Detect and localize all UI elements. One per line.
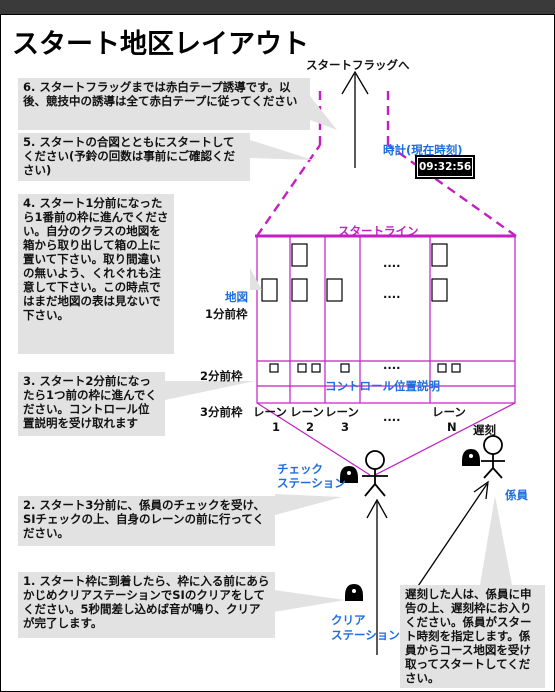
lane-label-1: レーン: [253, 405, 287, 419]
note-step-4: 4. スタート1分前になったら1番前の枠に進んでください。自分のクラスの地図を箱…: [18, 194, 174, 354]
start-line-label: スタートライン: [338, 224, 419, 238]
clock-caption: 時計(現在時刻): [383, 143, 463, 157]
map-boxes: [261, 243, 448, 302]
row-2min-label: 2分前枠: [200, 369, 243, 383]
late-arrow: [411, 483, 488, 596]
late-label: 遅刻: [473, 423, 496, 437]
lane-grid: [256, 235, 516, 404]
late-staff-person-icon: [481, 435, 505, 479]
lane-label-n: レーン: [432, 405, 466, 419]
dots-1min-top: ....: [383, 256, 401, 270]
funnel-right-lower: [387, 144, 517, 237]
lane-label-3: レーン: [325, 405, 359, 419]
lane-num-3: 3: [341, 420, 350, 434]
note-step-3: 3. スタート2分前になったら1つ前の枠に進んでください。コントロール位置説明を…: [18, 372, 165, 436]
top-bar: [0, 0, 555, 14]
note-step-6: 6. スタートフラッグまでは赤白テープ誘導です。以後、競技中の誘導は全て赤白テー…: [18, 78, 310, 130]
note-step-5: 5. スタートの合図とともにスタートしてください(予鈴の回数は事前にご確認くださ…: [18, 133, 250, 181]
clock-display: 09:32:56: [417, 157, 473, 177]
clear-station-label: クリア ステーション: [331, 613, 400, 642]
control-desc-squares: [269, 363, 461, 373]
funnel-left-lower: [256, 144, 321, 237]
note-late: 遅刻した人は、係員に申告の上、遅刻枠にお入りください。係員がスタート時刻を指定し…: [400, 585, 545, 688]
converge-lines: [256, 402, 516, 476]
control-desc-label: コントロール位置説明: [325, 379, 440, 393]
flag-arrow-head: [341, 70, 369, 95]
note-step-1: 1. スタート枠に到着したら、枠に入る前にあらかじめクリアステーションでSIのク…: [18, 572, 275, 638]
callout-pointers: [165, 96, 512, 612]
note-step-2: 2. スタート3分前に、係員のチェックを受け、SIチェックの上、自身のレーンの前…: [18, 496, 275, 546]
lane-label-2: レーン: [290, 405, 324, 419]
dots-3min: ....: [383, 410, 401, 424]
check-station-label: チェック ステーション: [277, 462, 346, 490]
check-staff-person-icon: [362, 450, 388, 497]
page-title: スタート地区レイアウト: [12, 29, 309, 60]
to-start-flag-label: スタートフラッグへ: [306, 58, 410, 72]
row-3min-label: 3分前枠: [200, 405, 243, 419]
lane-num-n: N: [447, 420, 457, 434]
lane-num-1: 1: [272, 420, 281, 434]
row-1min-label: 1分前枠: [205, 307, 248, 321]
dots-2min: ....: [383, 358, 401, 372]
dots-1min: ....: [383, 287, 401, 301]
map-label: 地図: [225, 290, 248, 304]
staff-label: 係員: [505, 488, 528, 502]
lane-num-2: 2: [306, 420, 315, 434]
